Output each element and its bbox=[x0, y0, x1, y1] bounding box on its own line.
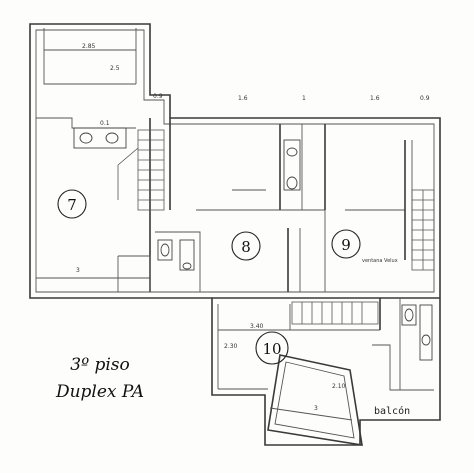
dim-room7-height: 2.5 bbox=[110, 65, 120, 72]
bath-fixtures-10 bbox=[401, 304, 433, 361]
dim-top-1: 1.6 bbox=[238, 95, 248, 102]
dim-room10-width: 3.40 bbox=[250, 323, 264, 330]
floor-caption: 3º piso bbox=[70, 355, 130, 375]
room-10-walls bbox=[212, 297, 440, 391]
unit-caption: Duplex PA bbox=[55, 382, 145, 402]
room-9-marker: 9 bbox=[331, 229, 361, 259]
outer-walls bbox=[29, 23, 441, 446]
skylight-note: ventana Velux bbox=[362, 258, 398, 264]
balcony-label: balcón bbox=[374, 405, 410, 417]
room-10-number: 10 bbox=[262, 340, 281, 358]
interior-walls bbox=[155, 118, 413, 292]
dim-room7-bottom: 3 bbox=[76, 267, 80, 274]
room-10-marker: 10 bbox=[255, 331, 289, 365]
dim-top-2: 1 bbox=[302, 95, 306, 102]
room-7-marker: 7 bbox=[57, 189, 87, 219]
bath-fixtures-8 bbox=[157, 139, 301, 271]
dim-bath-1: 0.1 bbox=[100, 120, 110, 127]
room-7-number: 7 bbox=[67, 196, 77, 214]
room-7-walls bbox=[36, 28, 151, 292]
stair-room-7 bbox=[117, 129, 165, 211]
dim-top-3: 1.6 bbox=[370, 95, 380, 102]
dim-stair-gap: 0.9 bbox=[153, 93, 163, 100]
dim-top-4: 0.9 bbox=[420, 95, 430, 102]
room-8-number: 8 bbox=[241, 238, 251, 256]
balcony-block bbox=[267, 354, 363, 446]
dim-room7-width: 2.85 bbox=[82, 43, 96, 50]
dim-balcony-height: 2.10 bbox=[332, 383, 346, 390]
stair-room-10 bbox=[291, 301, 379, 325]
bath-fixtures-7 bbox=[73, 127, 127, 149]
dim-balcony-width: 3 bbox=[314, 405, 318, 412]
room-8-marker: 8 bbox=[231, 231, 261, 261]
dimension-labels: 2.85 2.5 0.9 1.6 1 1.6 0.9 0.1 3 3.40 2.… bbox=[76, 43, 430, 412]
stair-room-9 bbox=[411, 189, 435, 271]
dim-room10-height: 2.30 bbox=[224, 343, 238, 350]
room-9-number: 9 bbox=[341, 236, 351, 254]
